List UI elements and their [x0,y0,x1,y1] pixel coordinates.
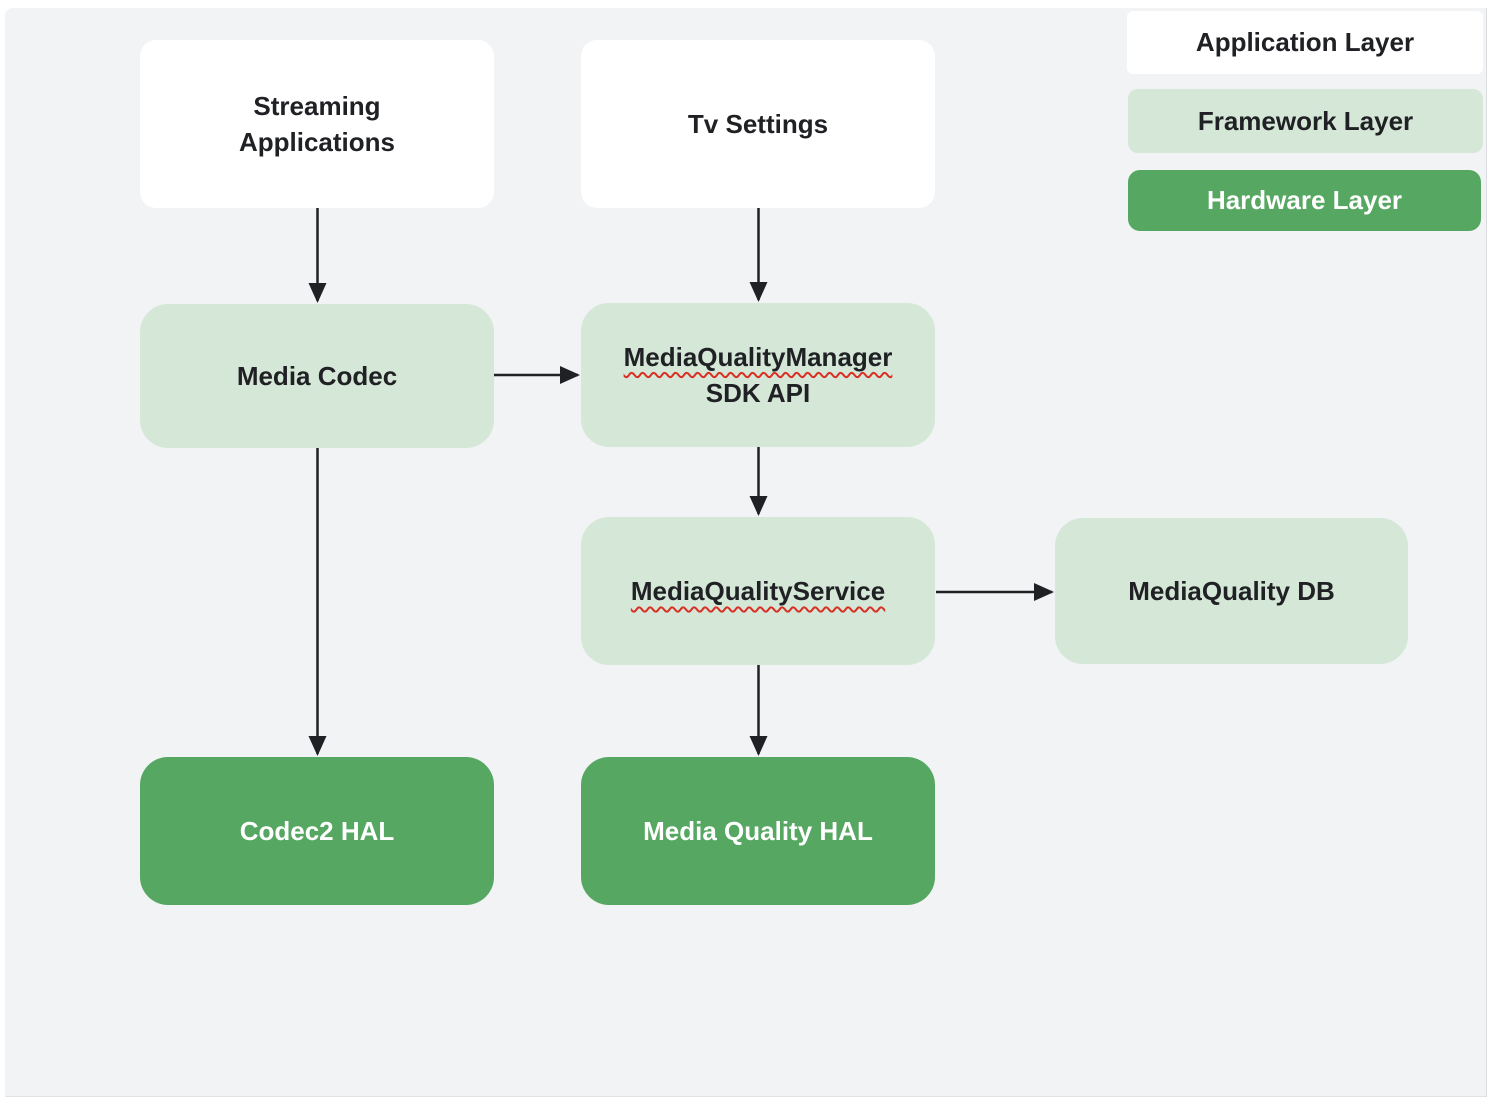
node-streaming-applications: Streaming Applications [140,40,494,208]
node-label: Tv Settings [687,108,829,139]
node-media-quality-hal: Media Quality HAL [581,757,935,905]
node-tv-settings: Tv Settings [581,40,935,208]
node-mediaquality-db: MediaQuality DB [1055,518,1408,664]
node-label: Codec2 HAL [239,815,395,846]
node-mediaqualitymanager-sdk-api: MediaQualityManager SDK API [581,303,935,447]
node-label-line1: MediaQualityManager [623,341,893,372]
node-label: Media Codec [236,360,398,391]
node-label: Streaming Applications [238,90,395,157]
node-mediaqualityservice: MediaQualityService [581,517,935,665]
legend-application-layer: Application Layer [1127,11,1483,74]
legend-label: Application Layer [1195,27,1415,58]
node-label: MediaQuality DB [1128,575,1335,606]
node-label: Media Quality HAL [643,815,873,846]
node-label-line2: SDK API [705,378,811,408]
node-codec2-hal: Codec2 HAL [140,757,494,905]
node-label: MediaQualityService [630,575,886,606]
legend-framework-layer: Framework Layer [1128,89,1483,153]
node-media-codec: Media Codec [140,304,494,448]
legend-hardware-layer: Hardware Layer [1128,170,1481,231]
legend-label: Framework Layer [1197,105,1414,136]
legend-label: Hardware Layer [1206,185,1403,216]
